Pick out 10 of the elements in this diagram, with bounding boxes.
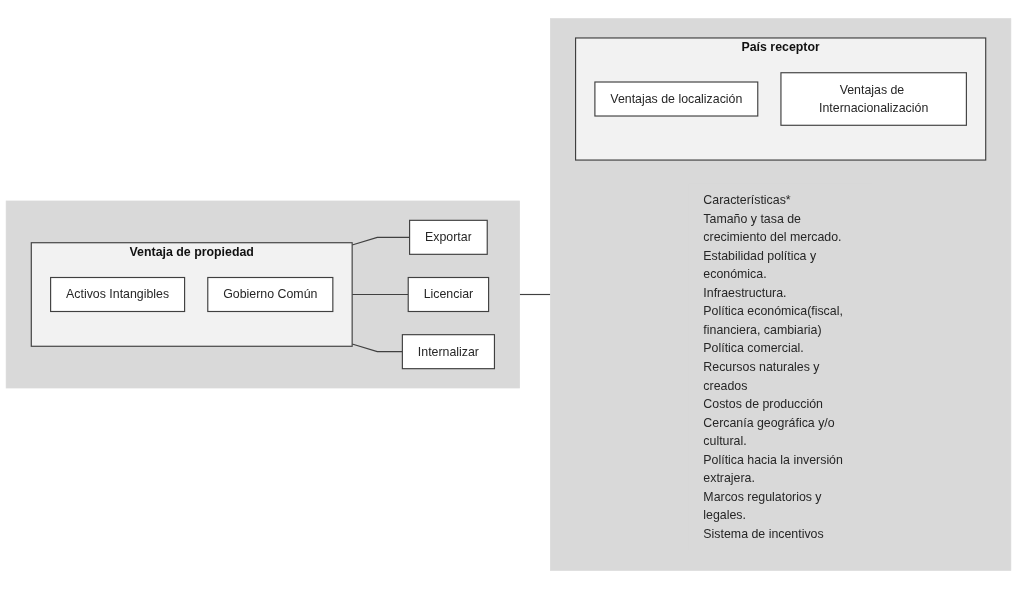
node-box: Activos Intangibles bbox=[50, 276, 186, 313]
connector bbox=[351, 343, 403, 353]
node-box: Gobierno Común bbox=[207, 276, 334, 313]
connector bbox=[518, 293, 552, 296]
node-box: Ventajas de Internacionalización bbox=[780, 72, 967, 126]
node-box: Internalizar bbox=[401, 334, 496, 370]
node-box: Exportar bbox=[409, 219, 488, 255]
cluster bbox=[5, 200, 520, 389]
node-box: Licenciar bbox=[407, 276, 490, 313]
node-box: Ventajas de localización bbox=[594, 81, 759, 117]
